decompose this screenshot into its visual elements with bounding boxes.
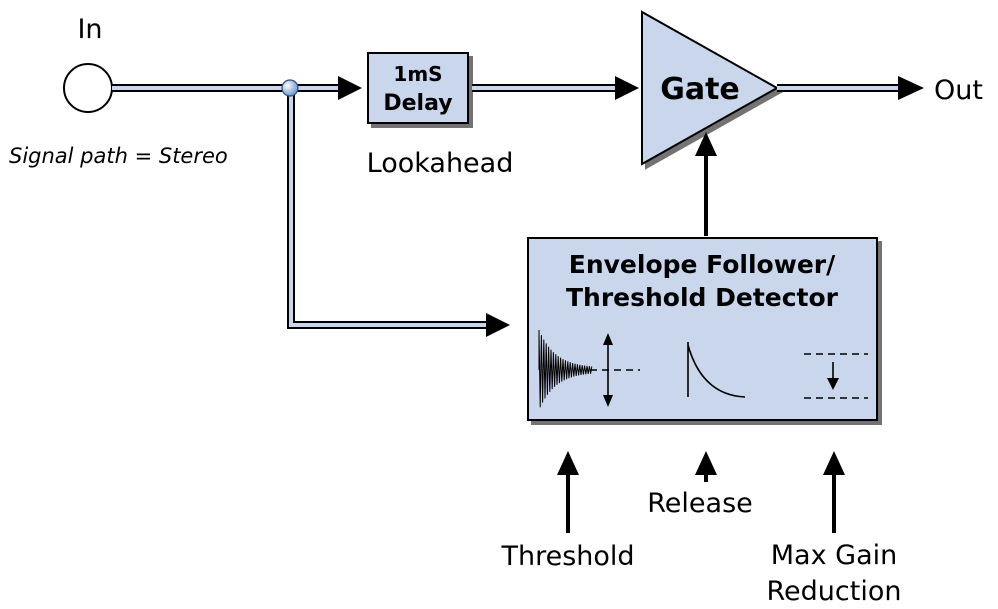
delay-box bbox=[367, 52, 469, 124]
output-label: Out bbox=[934, 75, 983, 106]
delay-line2: Delay bbox=[383, 91, 452, 116]
arrow-to-output-icon bbox=[898, 76, 924, 100]
lookahead-label: Lookahead bbox=[367, 148, 514, 179]
release-arrow-icon bbox=[695, 451, 717, 482]
delay-line1: 1mS bbox=[393, 62, 442, 86]
detector-line2: Threshold Detector bbox=[566, 283, 839, 312]
arrow-to-gate-icon bbox=[615, 76, 639, 100]
arrow-to-detector-icon bbox=[486, 313, 510, 337]
signal-wire-sidechain bbox=[287, 88, 490, 329]
detector-line1: Envelope Follower/ bbox=[569, 250, 836, 279]
max-gain-arrow-icon bbox=[823, 451, 845, 533]
gate-amplifier bbox=[641, 10, 780, 166]
input-label: In bbox=[77, 14, 102, 45]
max-gain-label-line2: Reduction bbox=[767, 576, 902, 607]
max-gain-label-line1: Max Gain bbox=[771, 540, 897, 571]
split-node-icon bbox=[281, 79, 299, 97]
input-jack-icon bbox=[63, 63, 113, 113]
threshold-waveform-icon bbox=[538, 329, 640, 408]
gate-label: Gate bbox=[660, 72, 740, 107]
detector-box bbox=[527, 237, 878, 421]
max-gain-reduction-icon bbox=[804, 353, 868, 399]
threshold-label: Threshold bbox=[500, 541, 634, 572]
threshold-arrow-icon bbox=[557, 451, 579, 533]
release-curve-icon bbox=[687, 342, 746, 398]
release-label: Release bbox=[647, 488, 753, 519]
control-arrow-icon bbox=[695, 132, 717, 156]
signal-path-label: Signal path = Stereo bbox=[9, 144, 228, 168]
arrow-to-delay-icon bbox=[338, 76, 362, 100]
